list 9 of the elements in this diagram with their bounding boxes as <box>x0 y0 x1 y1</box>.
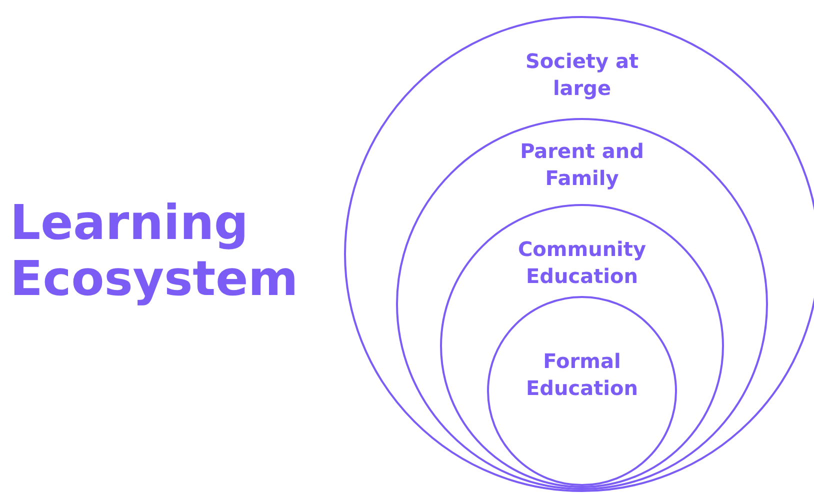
circle-ring <box>487 296 677 486</box>
ring-label: Parent and Family <box>519 138 645 192</box>
circle-ring <box>396 118 768 490</box>
ring-label: Society at large <box>524 48 640 102</box>
ring-label: Community Education <box>516 236 648 290</box>
circle-ring <box>344 16 814 492</box>
diagram-title: Learning Ecosystem <box>10 195 300 307</box>
ring-label: Formal Education <box>525 348 639 402</box>
circle-ring <box>440 204 724 488</box>
